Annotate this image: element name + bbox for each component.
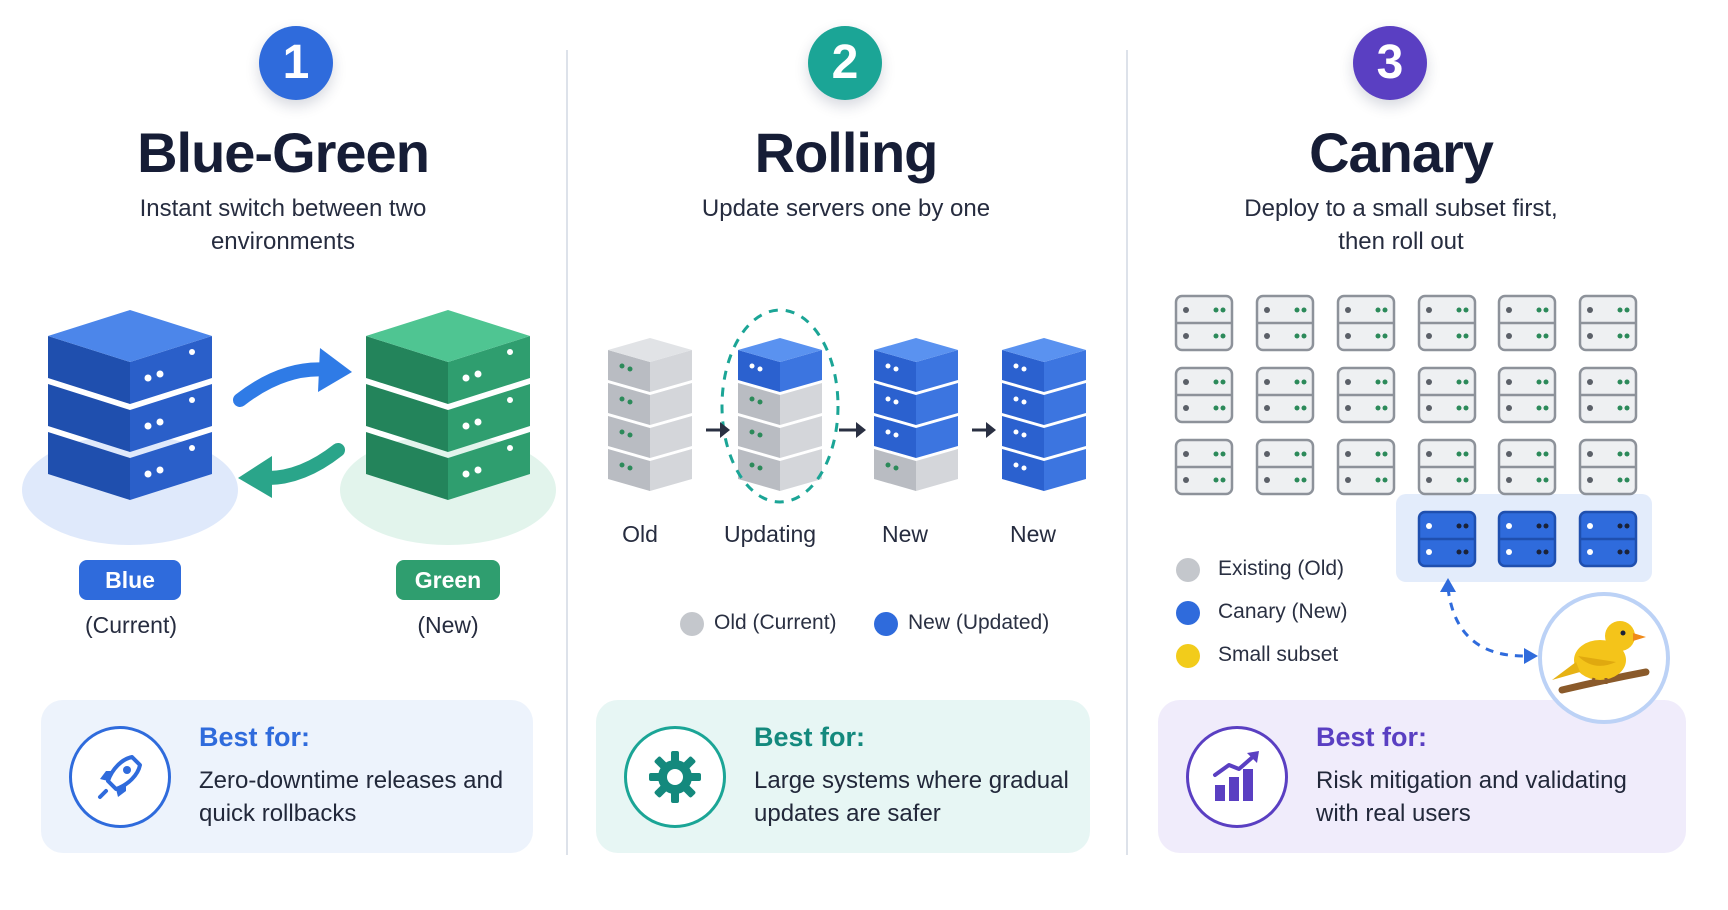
subtitle-line: environments <box>210 228 356 255</box>
green-env-tag: Green <box>396 560 500 600</box>
card-text-line: quick rollbacks <box>199 800 357 827</box>
green-env-caption: (New) <box>417 612 479 638</box>
rolling-section: 2 Rolling Update servers one by one Old … <box>566 0 1126 910</box>
legend-existing-label: Existing (Old) <box>1218 557 1345 580</box>
blue-env-tag: Blue <box>79 560 181 600</box>
canary-section: 3 Canary Deploy to a small subset first,… <box>1126 0 1728 910</box>
legend-canary-dot <box>1176 601 1200 625</box>
canary-best-for-card: Best for: Risk mitigation and validating… <box>1158 700 1686 853</box>
card-text-line: with real users <box>1316 800 1471 827</box>
legend-old-dot <box>680 612 704 636</box>
card-text-line: updates are safer <box>754 800 941 827</box>
canary-subtitle: Deploy to a small subset first, then rol… <box>1100 192 1702 258</box>
blue-env-caption: (Current) <box>84 612 177 638</box>
card-heading: Best for: <box>754 722 866 752</box>
legend-subset-dot <box>1176 644 1200 668</box>
legend-new-dot <box>874 612 898 636</box>
subtitle-line: then roll out <box>1338 228 1464 255</box>
bar-chart-up-icon <box>1186 726 1288 828</box>
legend-subset-label: Small subset <box>1218 643 1339 666</box>
rolling-subtitle: Update servers one by one <box>566 192 1126 225</box>
card-text-line: Zero-downtime releases and <box>199 767 504 794</box>
gear-icon <box>624 726 726 828</box>
card-description: Large systems where gradual updates are … <box>754 764 1094 830</box>
section-divider <box>1126 50 1128 855</box>
card-text-line: Large systems where gradual <box>754 767 1069 794</box>
legend-new-label: New (Updated) <box>908 611 1050 634</box>
blue-green-best-for-card: Best for: Zero-downtime releases and qui… <box>41 700 533 853</box>
step-number-3: 3 <box>1353 26 1427 100</box>
blue-green-title: Blue-Green <box>137 121 430 184</box>
step-number-1: 1 <box>259 26 333 100</box>
canary-server-grid-icon <box>1174 294 1652 664</box>
subtitle-line: Update servers one by one <box>701 195 991 222</box>
stage-label: Updating <box>723 521 817 547</box>
blue-server-stack-icon <box>22 310 556 545</box>
subtitle-line: Deploy to a small subset first, <box>1244 195 1558 222</box>
card-description: Risk mitigation and validating with real… <box>1316 764 1676 830</box>
legend-canary-label: Canary (New) <box>1218 600 1348 623</box>
rolling-title: Rolling <box>754 121 939 184</box>
blue-green-section: 1 Blue-Green Instant switch between two … <box>0 0 566 910</box>
card-description: Zero-downtime releases and quick rollbac… <box>199 764 539 830</box>
card-text-line: Risk mitigation and validating <box>1316 767 1627 794</box>
legend-old-label: Old (Current) <box>714 611 837 634</box>
stage-label: New <box>881 521 928 547</box>
rolling-server-stages-icon <box>608 308 1086 504</box>
canary-title: Canary <box>1309 121 1494 184</box>
legend-existing-dot <box>1176 558 1200 582</box>
stage-label: Old <box>622 521 658 547</box>
subtitle-line: Instant switch between two <box>139 195 427 222</box>
card-heading: Best for: <box>1316 722 1428 752</box>
canary-bird-icon <box>1538 592 1670 724</box>
rolling-best-for-card: Best for: Large systems where gradual up… <box>596 700 1090 853</box>
card-heading: Best for: <box>199 722 311 752</box>
rocket-icon <box>69 726 171 828</box>
blue-green-subtitle: Instant switch between two environments <box>0 192 566 258</box>
step-number-2: 2 <box>808 26 882 100</box>
stage-label: New <box>1009 521 1056 547</box>
section-divider <box>566 50 568 855</box>
